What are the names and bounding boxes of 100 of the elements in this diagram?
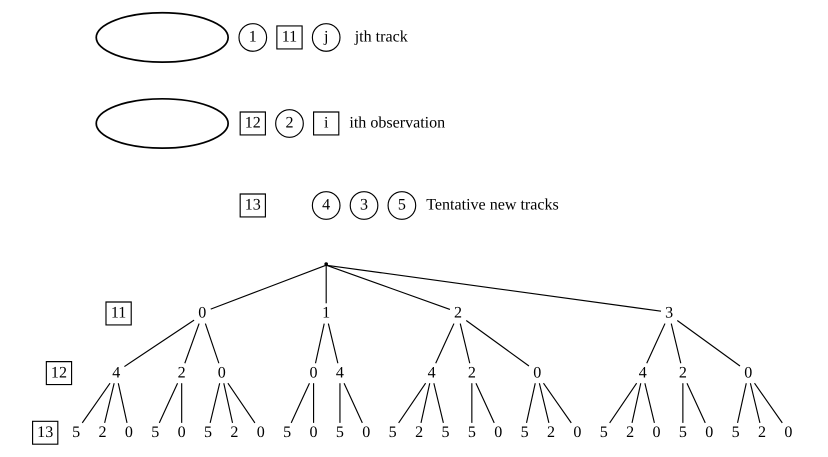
node-text: 5 bbox=[204, 424, 212, 441]
label: Tentative new tracks bbox=[426, 196, 558, 214]
connector bbox=[398, 382, 426, 424]
node-text: 0 bbox=[177, 424, 186, 441]
connector bbox=[542, 382, 572, 424]
connector bbox=[226, 382, 255, 424]
node-text: 5 bbox=[467, 424, 476, 441]
connector bbox=[525, 383, 536, 423]
connector bbox=[325, 265, 326, 304]
node-text: 2 bbox=[546, 424, 554, 441]
node-ellipse bbox=[94, 98, 228, 149]
connector bbox=[432, 383, 444, 424]
node-text: 2 bbox=[454, 304, 462, 322]
connector bbox=[184, 323, 200, 364]
node-text: 5 bbox=[150, 424, 159, 441]
node-text: 0 bbox=[124, 424, 132, 441]
node-text: 2 bbox=[626, 424, 634, 441]
node-circle: 4 bbox=[311, 191, 340, 220]
connector bbox=[312, 383, 314, 423]
node-box: 12 bbox=[45, 361, 72, 386]
connector bbox=[209, 383, 220, 424]
connector bbox=[736, 383, 746, 423]
node-text: 4 bbox=[427, 364, 436, 382]
connector bbox=[343, 382, 362, 424]
node-text: 2 bbox=[467, 364, 476, 382]
node-text: 2 bbox=[98, 424, 106, 441]
node-text: 0 bbox=[532, 364, 541, 382]
node-box: 11 bbox=[104, 301, 132, 326]
connector bbox=[210, 264, 326, 310]
node-box: 11 bbox=[276, 25, 302, 50]
node-circle: j bbox=[311, 23, 340, 52]
connector bbox=[682, 383, 683, 423]
connector bbox=[644, 383, 654, 424]
connector bbox=[670, 323, 681, 364]
node-text: 4 bbox=[335, 364, 344, 382]
connector bbox=[420, 383, 430, 423]
connector bbox=[646, 323, 666, 364]
node-box: 13 bbox=[239, 193, 266, 218]
node-point bbox=[324, 262, 328, 266]
node-text: 0 bbox=[784, 424, 792, 441]
node-text: 3 bbox=[664, 304, 673, 322]
node-label: jth track bbox=[354, 28, 408, 46]
node-text: 2 bbox=[757, 424, 766, 441]
node-text: 0 bbox=[256, 424, 264, 441]
node-text: 5 bbox=[520, 424, 528, 441]
connector bbox=[81, 382, 110, 424]
connector bbox=[158, 382, 178, 424]
node-text: 0 bbox=[198, 304, 206, 322]
node-text: 4 bbox=[112, 364, 120, 382]
node-circle: 1 bbox=[238, 23, 267, 52]
node-box: 12 bbox=[239, 111, 266, 136]
node-text: 5 bbox=[678, 424, 686, 441]
connector bbox=[326, 264, 450, 310]
node-text: 5 bbox=[731, 424, 740, 441]
node-text: 0 bbox=[362, 424, 370, 441]
node-circle: 2 bbox=[274, 109, 304, 138]
connector bbox=[117, 383, 128, 423]
node-text: 5 bbox=[388, 424, 396, 441]
node-circle: 5 bbox=[387, 191, 416, 220]
node-text: 0 bbox=[494, 424, 502, 441]
connector bbox=[204, 323, 219, 364]
connector bbox=[749, 383, 760, 424]
node-text: 5 bbox=[335, 424, 344, 441]
connector bbox=[538, 383, 549, 424]
node-text: 0 bbox=[744, 364, 752, 382]
connector bbox=[459, 323, 470, 364]
connector bbox=[327, 323, 338, 364]
node-text: 0 bbox=[309, 424, 318, 441]
node-circle: 3 bbox=[349, 191, 378, 220]
connector bbox=[124, 320, 194, 368]
connector bbox=[676, 320, 740, 366]
node-label: ith observation bbox=[348, 114, 445, 132]
node-text: 2 bbox=[177, 364, 186, 382]
node-text: 2 bbox=[678, 364, 686, 382]
node-text: 0 bbox=[217, 364, 226, 382]
connector bbox=[338, 383, 340, 423]
connector bbox=[222, 383, 233, 423]
connector bbox=[290, 382, 310, 424]
node-text: 0 bbox=[652, 424, 660, 441]
connector bbox=[434, 323, 454, 364]
node-text: 5 bbox=[72, 424, 80, 441]
connector bbox=[754, 382, 782, 424]
connector bbox=[470, 383, 472, 423]
node-text: 1 bbox=[322, 304, 330, 322]
connector bbox=[180, 383, 182, 423]
connector bbox=[474, 382, 494, 424]
node-box: i bbox=[312, 111, 339, 136]
connector bbox=[686, 382, 706, 424]
connector bbox=[608, 382, 637, 424]
node-text: 4 bbox=[638, 364, 646, 382]
node-text: 5 bbox=[599, 424, 608, 441]
connector bbox=[326, 264, 661, 312]
node-ellipse bbox=[94, 12, 228, 63]
connector bbox=[314, 323, 324, 364]
node-text: 2 bbox=[414, 424, 423, 441]
node-box: 13 bbox=[32, 420, 58, 445]
node-text: 5 bbox=[440, 424, 449, 441]
node-text: 0 bbox=[704, 424, 713, 441]
connector bbox=[104, 383, 114, 424]
node-text: 0 bbox=[572, 424, 581, 441]
